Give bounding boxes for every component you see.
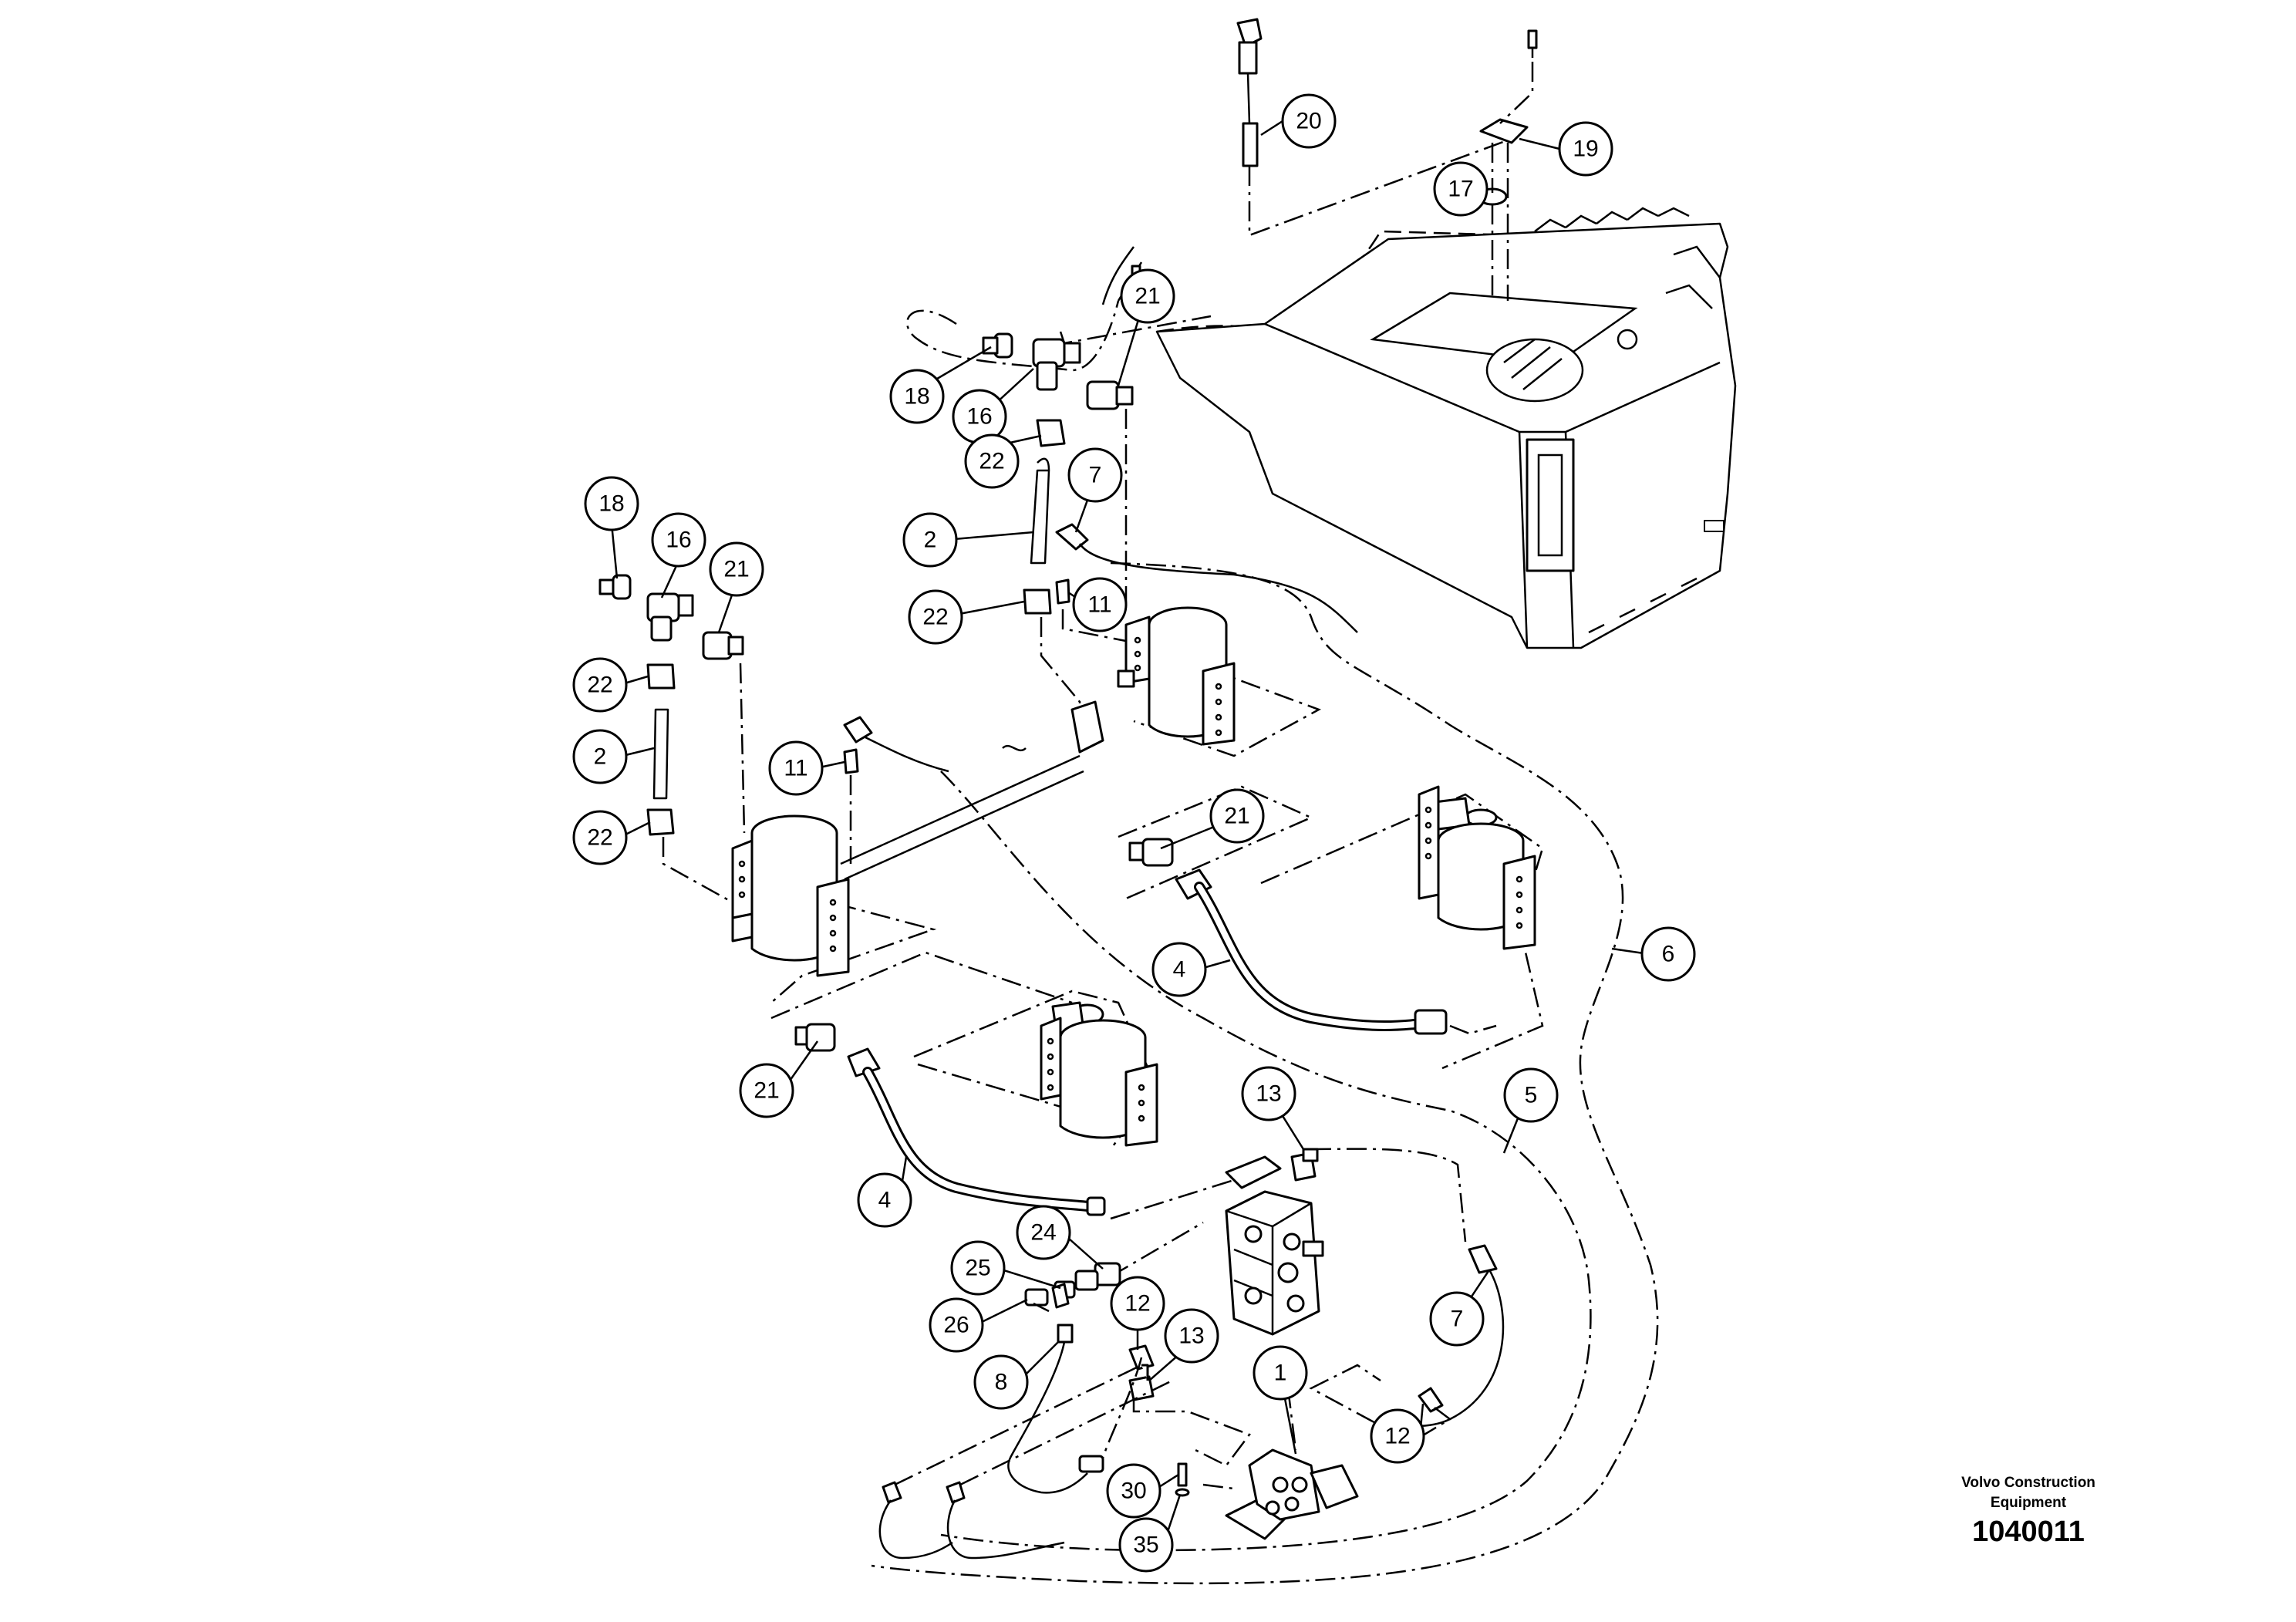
pilot-hoses-lower bbox=[878, 1364, 1173, 1560]
brand-name: Volvo Construction Equipment bbox=[1913, 1473, 2144, 1513]
document-number: 1040011 bbox=[1972, 1516, 2085, 1548]
drain-hose-upper bbox=[1055, 523, 1358, 646]
callout-label: 24 bbox=[1030, 1220, 1056, 1246]
callout-5: 5 bbox=[1503, 1067, 1559, 1123]
callout-label: 26 bbox=[943, 1313, 969, 1338]
fittings-right bbox=[1309, 1364, 1452, 1444]
callout-1: 1 bbox=[1253, 1345, 1308, 1401]
callout-22: 22 bbox=[964, 433, 1020, 489]
accumulator-lower bbox=[913, 990, 1158, 1150]
left-fitting-assembly bbox=[598, 574, 752, 904]
callout-label: 12 bbox=[1124, 1291, 1150, 1317]
callout-21: 21 bbox=[709, 541, 764, 597]
callout-11: 11 bbox=[768, 740, 824, 796]
callout-label: 30 bbox=[1121, 1479, 1146, 1504]
accumulator-upper bbox=[1117, 606, 1322, 757]
callout-label: 21 bbox=[1224, 804, 1249, 829]
pilot-tube-left bbox=[840, 700, 1104, 881]
callout-label: 22 bbox=[587, 825, 612, 851]
callout-label: 25 bbox=[965, 1256, 990, 1281]
callout-21: 21 bbox=[1209, 788, 1265, 844]
callout-label: 6 bbox=[1662, 942, 1675, 967]
callout-label: 8 bbox=[995, 1370, 1008, 1395]
brand-name-line2: Equipment bbox=[1990, 1495, 2067, 1511]
callout-label: 13 bbox=[1256, 1081, 1281, 1107]
callout-label: 18 bbox=[598, 491, 624, 517]
hydraulic-tank bbox=[1155, 207, 1737, 649]
accumulator-right bbox=[1260, 785, 1544, 1070]
callout-label: 16 bbox=[966, 404, 992, 430]
callout-label: 11 bbox=[784, 756, 807, 781]
callout-label: 21 bbox=[723, 557, 749, 582]
callout-label: 18 bbox=[904, 384, 929, 410]
hose-5 bbox=[940, 771, 1592, 1552]
callout-label: 20 bbox=[1296, 109, 1321, 134]
callout-30: 30 bbox=[1106, 1463, 1161, 1519]
callout-label: 2 bbox=[924, 528, 937, 553]
accumulator-left bbox=[731, 814, 937, 1003]
callout-12: 12 bbox=[1110, 1276, 1165, 1331]
fittings-left-lower bbox=[1007, 1221, 1204, 1494]
callout-label: 5 bbox=[1525, 1083, 1538, 1108]
callout-label: 17 bbox=[1448, 177, 1473, 202]
callout-label: 21 bbox=[754, 1078, 779, 1104]
callout-6: 6 bbox=[1640, 926, 1696, 982]
callout-21: 21 bbox=[1120, 268, 1175, 324]
callout-label: 16 bbox=[666, 528, 691, 553]
control-valve-block bbox=[1225, 1148, 1467, 1336]
callout-35: 35 bbox=[1118, 1517, 1174, 1573]
callout-16: 16 bbox=[952, 389, 1007, 444]
callout-13: 13 bbox=[1241, 1066, 1296, 1121]
callout-label: 4 bbox=[1173, 957, 1186, 983]
breather-flange bbox=[1477, 29, 1538, 301]
callout-label: 22 bbox=[587, 673, 612, 698]
callout-label: 7 bbox=[1089, 463, 1102, 488]
callout-label: 19 bbox=[1573, 137, 1598, 162]
callout-13: 13 bbox=[1164, 1308, 1219, 1364]
callout-label: 22 bbox=[922, 605, 948, 630]
callout-label: 7 bbox=[1451, 1307, 1464, 1332]
callout-12: 12 bbox=[1370, 1408, 1425, 1464]
callout-2: 2 bbox=[902, 512, 958, 568]
callout-7: 7 bbox=[1067, 447, 1123, 503]
fittings-center bbox=[1101, 1344, 1252, 1467]
callout-18: 18 bbox=[584, 476, 639, 531]
callout-17: 17 bbox=[1433, 161, 1489, 217]
callout-16: 16 bbox=[651, 512, 706, 568]
callout-label: 1 bbox=[1274, 1361, 1287, 1386]
callout-22: 22 bbox=[908, 589, 963, 645]
callout-7: 7 bbox=[1429, 1291, 1485, 1347]
callout-label: 11 bbox=[1087, 592, 1111, 618]
callout-22: 22 bbox=[572, 810, 628, 865]
callout-label: 21 bbox=[1135, 284, 1160, 309]
callout-label: 22 bbox=[979, 449, 1004, 474]
callout-26: 26 bbox=[929, 1297, 984, 1353]
callout-label: 13 bbox=[1178, 1324, 1204, 1349]
callout-2: 2 bbox=[572, 729, 628, 784]
callout-18: 18 bbox=[889, 369, 945, 424]
level-sensor bbox=[1236, 18, 1512, 237]
callout-11: 11 bbox=[1072, 577, 1128, 632]
callout-22: 22 bbox=[572, 657, 628, 713]
callout-label: 12 bbox=[1384, 1424, 1410, 1449]
callout-4: 4 bbox=[857, 1172, 912, 1228]
brand-name-line1: Volvo Construction bbox=[1961, 1475, 2095, 1491]
callout-8: 8 bbox=[973, 1354, 1029, 1410]
callout-4: 4 bbox=[1151, 942, 1207, 997]
solenoid-valve bbox=[1175, 1388, 1359, 1540]
callout-20: 20 bbox=[1281, 93, 1337, 149]
upper-fitting-assembly bbox=[905, 246, 1212, 744]
callout-label: 35 bbox=[1133, 1533, 1158, 1558]
callout-21: 21 bbox=[739, 1063, 794, 1118]
callout-19: 19 bbox=[1558, 121, 1613, 177]
callout-25: 25 bbox=[950, 1240, 1006, 1296]
callout-24: 24 bbox=[1016, 1205, 1071, 1260]
callout-label: 2 bbox=[594, 744, 607, 770]
hose-6 bbox=[871, 561, 1659, 1585]
callout-label: 4 bbox=[878, 1188, 892, 1213]
